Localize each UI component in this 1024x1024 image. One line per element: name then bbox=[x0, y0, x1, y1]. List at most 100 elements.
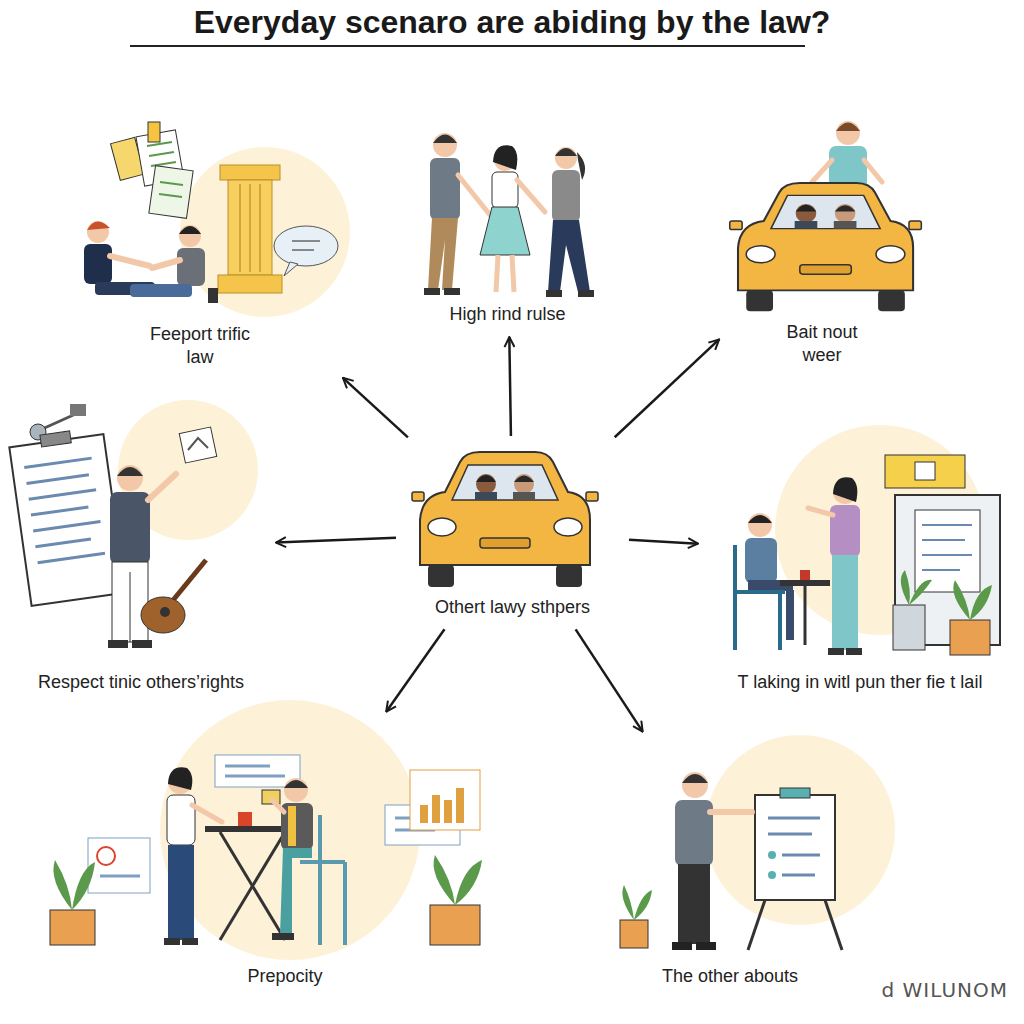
people-holding-hands-part bbox=[458, 175, 490, 215]
scenario-caption: Prepocity bbox=[244, 965, 325, 988]
rights-scene-part bbox=[149, 152, 174, 156]
rights-scene-part bbox=[208, 288, 218, 303]
respect-scene-part-part bbox=[29, 490, 96, 499]
arrow-connector bbox=[509, 337, 511, 436]
respect-scene-part bbox=[70, 404, 86, 416]
meeting-scene-part bbox=[434, 855, 482, 905]
rights-scene-part bbox=[218, 275, 282, 293]
respect-scene-part-part bbox=[27, 475, 89, 484]
meeting-scene-part bbox=[456, 788, 464, 823]
meeting-scene-part bbox=[225, 775, 285, 778]
respect-scene-part-part bbox=[33, 521, 100, 530]
presentation-scene-part bbox=[705, 735, 895, 925]
respect-scene bbox=[8, 400, 258, 648]
respect-scene-part bbox=[179, 427, 217, 463]
scenario-node: Respect tinic others’rights bbox=[10, 395, 272, 701]
meeting-scene-part bbox=[100, 875, 140, 878]
scenario-node: T laking in witl pun ther fie t lail bbox=[702, 405, 1018, 701]
kiosk-scene-part bbox=[828, 648, 844, 655]
rights-scene-part bbox=[110, 256, 150, 266]
arrow-connector bbox=[386, 629, 444, 711]
kiosk-scene-part bbox=[885, 455, 965, 488]
people-holding-hands-part bbox=[493, 145, 517, 170]
center-car-part bbox=[412, 452, 598, 587]
kiosk-scene-part bbox=[922, 539, 965, 541]
rights-scene-part bbox=[87, 221, 110, 230]
respect-scene-part bbox=[112, 562, 148, 642]
presentation-scene-part bbox=[768, 833, 812, 836]
presentation-scene-part bbox=[696, 942, 716, 950]
respect-scene-part bbox=[188, 438, 208, 450]
people-holding-hands-part bbox=[512, 255, 514, 292]
meeting-scene-part bbox=[97, 847, 115, 865]
kiosk-scene-part bbox=[922, 569, 960, 571]
kiosk-scene-part bbox=[778, 592, 782, 650]
presentation-scene-part bbox=[675, 800, 713, 866]
people-holding-hands-part bbox=[433, 133, 457, 157]
respect-scene-part bbox=[110, 492, 150, 564]
car-with-passengers-part bbox=[864, 160, 882, 182]
people-holding-hands-part bbox=[546, 290, 562, 297]
presentation-scene-part bbox=[768, 851, 776, 859]
rights-scene-part bbox=[160, 182, 183, 185]
rights-scene-part bbox=[292, 240, 320, 242]
rights-scene-part bbox=[284, 262, 298, 276]
rights-scene-part bbox=[130, 284, 192, 297]
meeting-scene-part bbox=[225, 765, 270, 768]
center-car bbox=[412, 452, 598, 587]
presentation-scene-part bbox=[768, 871, 776, 879]
presentation-scene-part bbox=[825, 900, 842, 950]
rights-scene-part bbox=[274, 226, 338, 266]
meeting-scene-part bbox=[272, 933, 294, 940]
presentation-scene-part bbox=[780, 788, 810, 798]
kiosk-scene-part bbox=[733, 545, 737, 650]
rights-scene-part bbox=[152, 260, 180, 268]
meeting-scene-part bbox=[272, 800, 284, 812]
presentation-scene-part bbox=[782, 874, 815, 877]
respect-scene-part-part bbox=[31, 507, 88, 515]
kiosk-scene-part bbox=[804, 586, 807, 645]
rights-scene-part bbox=[180, 147, 350, 317]
car-with-passengers-part bbox=[730, 183, 922, 311]
rights-scene-part bbox=[239, 184, 241, 272]
scenario-node: Prepocity bbox=[40, 715, 530, 995]
people-holding-hands-part bbox=[428, 218, 458, 290]
scenario-caption: Respect tinic others’rights bbox=[35, 671, 247, 694]
rights-scene-part bbox=[147, 142, 172, 146]
kiosk-scene-part bbox=[748, 513, 772, 537]
kiosk-scene-part bbox=[922, 524, 972, 526]
meeting-scene-part bbox=[410, 770, 480, 830]
kiosk-scene-part bbox=[950, 620, 990, 655]
respect-scene-part-part bbox=[9, 434, 125, 606]
kiosk-scene-part bbox=[832, 555, 858, 650]
diagram-title: Everyday scenaro are abiding by the law? bbox=[0, 4, 1024, 41]
kiosk-scene-part bbox=[745, 538, 777, 583]
kiosk-scene-part bbox=[780, 580, 830, 586]
arrow-connector bbox=[615, 339, 719, 437]
scenario-node: Feeport trific law bbox=[60, 118, 340, 376]
meeting-scene-part bbox=[300, 860, 345, 864]
rights-scene-part bbox=[84, 244, 112, 284]
scenario-caption: Feeport trific law bbox=[140, 323, 260, 368]
respect-scene-part bbox=[130, 572, 131, 642]
respect-scene-part-part bbox=[24, 458, 91, 467]
people-holding-hands-part bbox=[496, 255, 498, 292]
meeting-scene-part bbox=[167, 795, 195, 845]
meeting-scene-part bbox=[284, 778, 308, 802]
meeting-scene-part bbox=[192, 805, 222, 822]
kiosk-scene-part bbox=[846, 648, 862, 655]
people-holding-hands-part bbox=[430, 158, 460, 220]
meeting-scene-part bbox=[430, 905, 480, 945]
kiosk-scene-part bbox=[808, 508, 833, 515]
kiosk-scene-part bbox=[800, 570, 810, 580]
people-holding-hands-part bbox=[517, 180, 545, 212]
people-holding-hands-part bbox=[492, 172, 518, 208]
respect-scene-part-part bbox=[40, 431, 71, 447]
respect-scene-part bbox=[117, 467, 143, 476]
arrow-connector bbox=[576, 629, 643, 731]
presentation-scene-part bbox=[682, 774, 708, 783]
rights-scene-part bbox=[249, 184, 251, 272]
